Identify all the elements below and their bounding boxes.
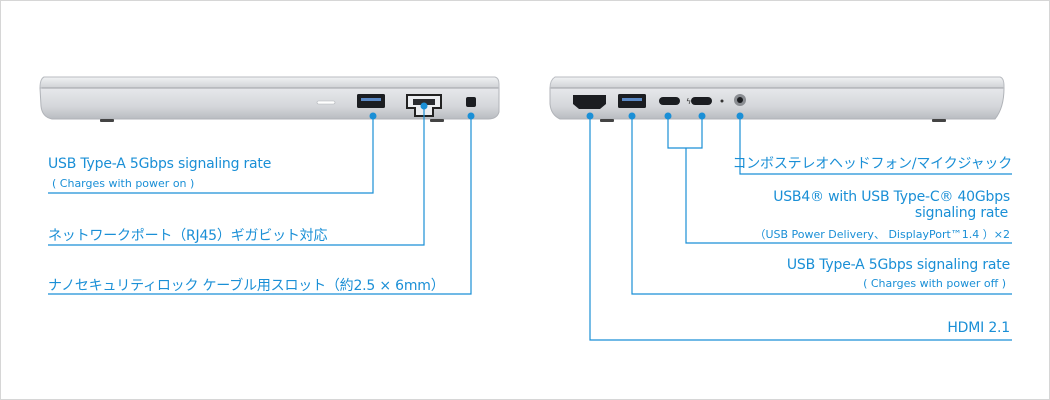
label-hdmi: HDMI 2.1 bbox=[947, 320, 1010, 336]
right-callout-dots bbox=[586, 112, 744, 120]
note-usb-a-left: ( Charges with power on ) bbox=[52, 177, 195, 190]
label-usb-a-left: USB Type-A 5Gbps signaling rate bbox=[48, 156, 272, 172]
left-laptop-side bbox=[39, 76, 500, 122]
right-callout-lines bbox=[589, 116, 1012, 341]
note-usb-a-right: ( Charges with power off ) bbox=[863, 277, 1006, 290]
left-callout-dots bbox=[369, 102, 475, 120]
label-audio-jack: コンボステレオヘッドフォン/マイクジャック bbox=[732, 156, 1012, 172]
label-usb-a-right: USB Type-A 5Gbps signaling rate bbox=[786, 257, 1010, 273]
left-callout-lines bbox=[48, 106, 472, 295]
svg-text:ϟ: ϟ bbox=[686, 97, 691, 106]
note-usb4: （USB Power Delivery、 DisplayPort™1.4 ）×2 bbox=[754, 228, 1010, 241]
label-rj45: ネットワークポート（RJ45）ギガビット対応 bbox=[48, 228, 328, 244]
label-security-lock: ナノセキュリティロック ケーブル用スロット（約2.5 × 6mm） bbox=[48, 278, 445, 294]
label-usb4-line1: USB4® with USB Type-C® 40Gbps bbox=[773, 189, 1010, 205]
label-usb4-line2: signaling rate bbox=[914, 205, 1008, 221]
right-laptop-side: ϟ bbox=[549, 76, 1005, 122]
